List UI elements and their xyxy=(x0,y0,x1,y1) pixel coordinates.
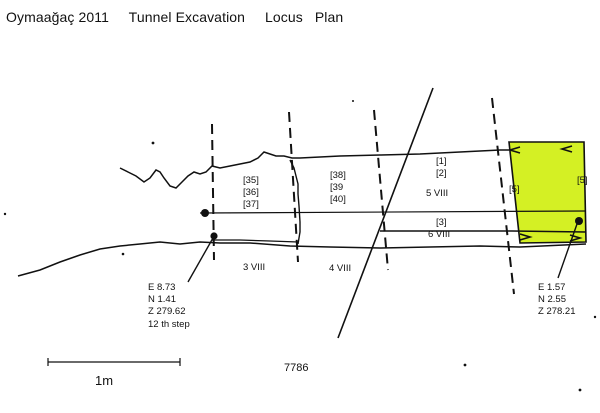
locus-label-6-viii: 6 VIII xyxy=(428,229,450,240)
arrow-icon xyxy=(507,146,521,154)
speck xyxy=(463,363,467,367)
locus-label-39: [39 xyxy=(330,182,343,193)
speck xyxy=(3,212,7,216)
west-point-north: N 1.41 xyxy=(148,294,176,305)
chamber-floor-edge xyxy=(212,239,299,243)
east-point-north: N 2.55 xyxy=(538,294,566,305)
arrow-icon xyxy=(519,233,533,241)
dashed-line-2 xyxy=(288,111,299,263)
speck xyxy=(121,252,125,256)
leader-line-west xyxy=(187,237,214,283)
locus-label-5-viii: 5 VIII xyxy=(426,188,448,199)
tunnel-north-wall xyxy=(119,149,509,189)
speck xyxy=(151,141,155,145)
locus-label-5-west: [5] xyxy=(509,184,520,195)
speck xyxy=(593,315,597,319)
west-point-east: E 8.73 xyxy=(148,282,175,293)
locus-label-36: [36] xyxy=(243,187,259,198)
locus-label-4-viii: 4 VIII xyxy=(329,263,351,274)
locus-label-35: [35] xyxy=(243,175,259,186)
locus-label-40: [40] xyxy=(330,194,346,205)
dashed-line-3 xyxy=(373,109,389,271)
scale-bar xyxy=(47,358,181,366)
plan-title: Oymaağaç 2011 Tunnel Excavation Locus Pl… xyxy=(6,9,344,25)
plan-number: 7786 xyxy=(284,362,308,374)
locus-label-37: [37] xyxy=(243,199,259,210)
locus-label-2: [2] xyxy=(436,168,447,179)
chamber-wall xyxy=(289,159,301,245)
section-line xyxy=(199,210,587,214)
locus-label-1: [1] xyxy=(436,156,447,167)
locus-label-3: [3] xyxy=(436,217,447,228)
point-marker xyxy=(210,232,218,240)
arrow-icon xyxy=(559,145,573,153)
dashed-line-4 xyxy=(491,97,515,295)
locus-label-3-viii: 3 VIII xyxy=(243,262,265,273)
diagonal-baseline xyxy=(337,87,434,339)
locus-label-5-east: [5] xyxy=(577,175,588,186)
locus-label-38: [38] xyxy=(330,170,346,181)
speck xyxy=(352,100,354,102)
highlighted-locus-area xyxy=(508,141,587,244)
point-marker xyxy=(575,217,583,225)
point-marker xyxy=(201,209,209,217)
scale-label: 1m xyxy=(95,373,113,388)
east-point-east: E 1.57 xyxy=(538,282,565,293)
speck xyxy=(578,388,582,392)
west-point-note: 12 th step xyxy=(148,319,190,330)
west-point-elevation: Z 279.62 xyxy=(148,306,186,317)
leader-line-east xyxy=(557,223,578,279)
east-point-elevation: Z 278.21 xyxy=(538,306,576,317)
tunnel-south-wall xyxy=(17,241,587,277)
